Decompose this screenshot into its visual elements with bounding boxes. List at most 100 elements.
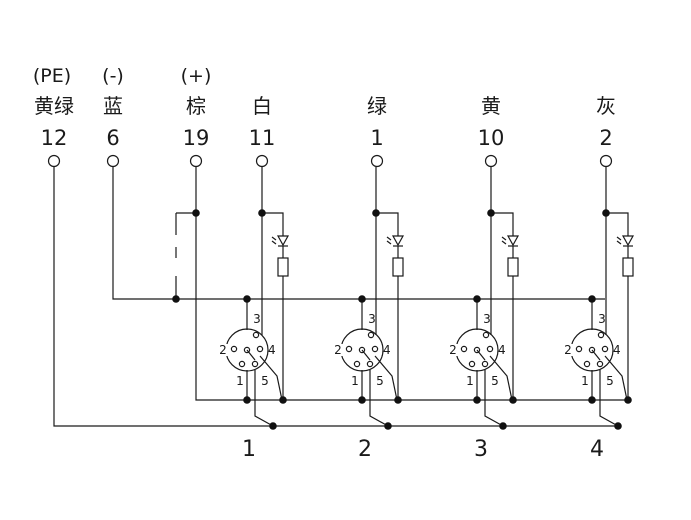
resistor-icon [507,257,519,277]
pe-bus-wire [53,167,617,427]
pin-circle [473,346,481,354]
pin-circle [596,360,604,368]
junction-dot [372,209,380,217]
terminal-number: 19 [183,126,210,150]
terminal-number: 12 [41,126,68,150]
bus-wiring [53,167,628,427]
pin-label-2: 2 [219,343,227,357]
led-icon [506,235,520,247]
junction-dot [358,295,366,303]
pin-circle [366,360,374,368]
pin4-wire [604,355,628,401]
junction-dot [487,209,495,217]
led-icon [621,235,635,247]
internal-wire [361,349,371,361]
pin-label-4: 4 [383,343,391,357]
connector-key [453,344,458,356]
pin-circle [468,360,476,368]
pin-circle [252,331,260,339]
pin-circle [371,345,379,353]
internal-wire [476,349,486,361]
pin-circle [256,345,264,353]
junction-dot [499,422,507,430]
pin-circle [583,360,591,368]
terminal-grey: 灰 2 [596,94,616,150]
terminal-color: 绿 [367,94,387,118]
junction-dot [172,295,180,303]
terminal-circle [370,154,384,168]
junction-dot [602,209,610,217]
pin-circle [367,331,375,339]
connector-label: 2 [358,437,372,462]
terminal-plus: (+) 棕 19 [181,65,212,150]
pin-circle [238,360,246,368]
led-icon [391,235,405,247]
pin-label-4: 4 [498,343,506,357]
light-arrows-icon [616,236,622,245]
minus-bus-wire [112,167,605,300]
pin-label-4: 4 [268,343,276,357]
pin-circle [353,360,361,368]
connector-key [568,344,573,356]
terminal-signal: (PE) [33,65,71,87]
terminal-number: 6 [106,126,119,150]
terminal-number: 10 [478,126,505,150]
connector-label: 1 [242,437,256,462]
pin-label-5: 5 [376,374,384,388]
pin-circle [243,346,251,354]
terminal-minus: (-) 蓝 6 [102,65,124,150]
junction-dot [588,396,596,404]
light-arrows-icon [271,236,277,245]
terminal-circle [106,154,120,168]
pin4-wire [489,355,513,401]
terminal-color: 黄绿 [34,94,74,118]
pe-drop-wire [254,370,274,427]
pin-label-2: 2 [334,343,342,357]
terminal-circle [47,154,61,168]
pin-label-5: 5 [606,374,614,388]
pin-label-3: 3 [598,312,606,326]
terminal-white: 白 11 [249,94,276,150]
pin-circle [588,346,596,354]
junction-dot [269,422,277,430]
pin-label-5: 5 [491,374,499,388]
terminal-color: 蓝 [103,94,123,118]
resistor-icon [622,257,634,277]
junction-dot [394,396,402,404]
terminal-circle [255,154,269,168]
pe-drop-wire [484,370,504,427]
pin-label-3: 3 [483,312,491,326]
terminal-circle [189,154,203,168]
junction-dot [509,396,517,404]
terminal-color: 棕 [186,94,206,118]
terminal-color: 白 [252,94,272,118]
pin-label-5: 5 [261,374,269,388]
junction-dot [192,209,200,217]
led-icon [276,235,290,247]
terminal-number: 11 [249,126,276,150]
resistor-icon [392,257,404,277]
pin-circle [575,345,583,353]
led-wire [606,212,629,236]
terminal-color: 灰 [596,94,616,118]
light-arrows-icon [501,236,507,245]
terminal-color: 黄 [481,94,501,118]
terminal-circle [599,154,613,168]
connector-label: 3 [474,437,488,462]
connector-key [223,344,228,356]
junction-dot [384,422,392,430]
pin-circle [460,345,468,353]
junction-dot [358,396,366,404]
plus-bus-wire [195,167,628,401]
pin-circle [358,346,366,354]
pin-circle [481,360,489,368]
pin-label-4: 4 [613,343,621,357]
terminal-pe: (PE) 黄绿 12 [33,65,74,150]
pin-circle [482,331,490,339]
terminal-green: 绿 1 [367,94,387,150]
pin-circle [251,360,259,368]
